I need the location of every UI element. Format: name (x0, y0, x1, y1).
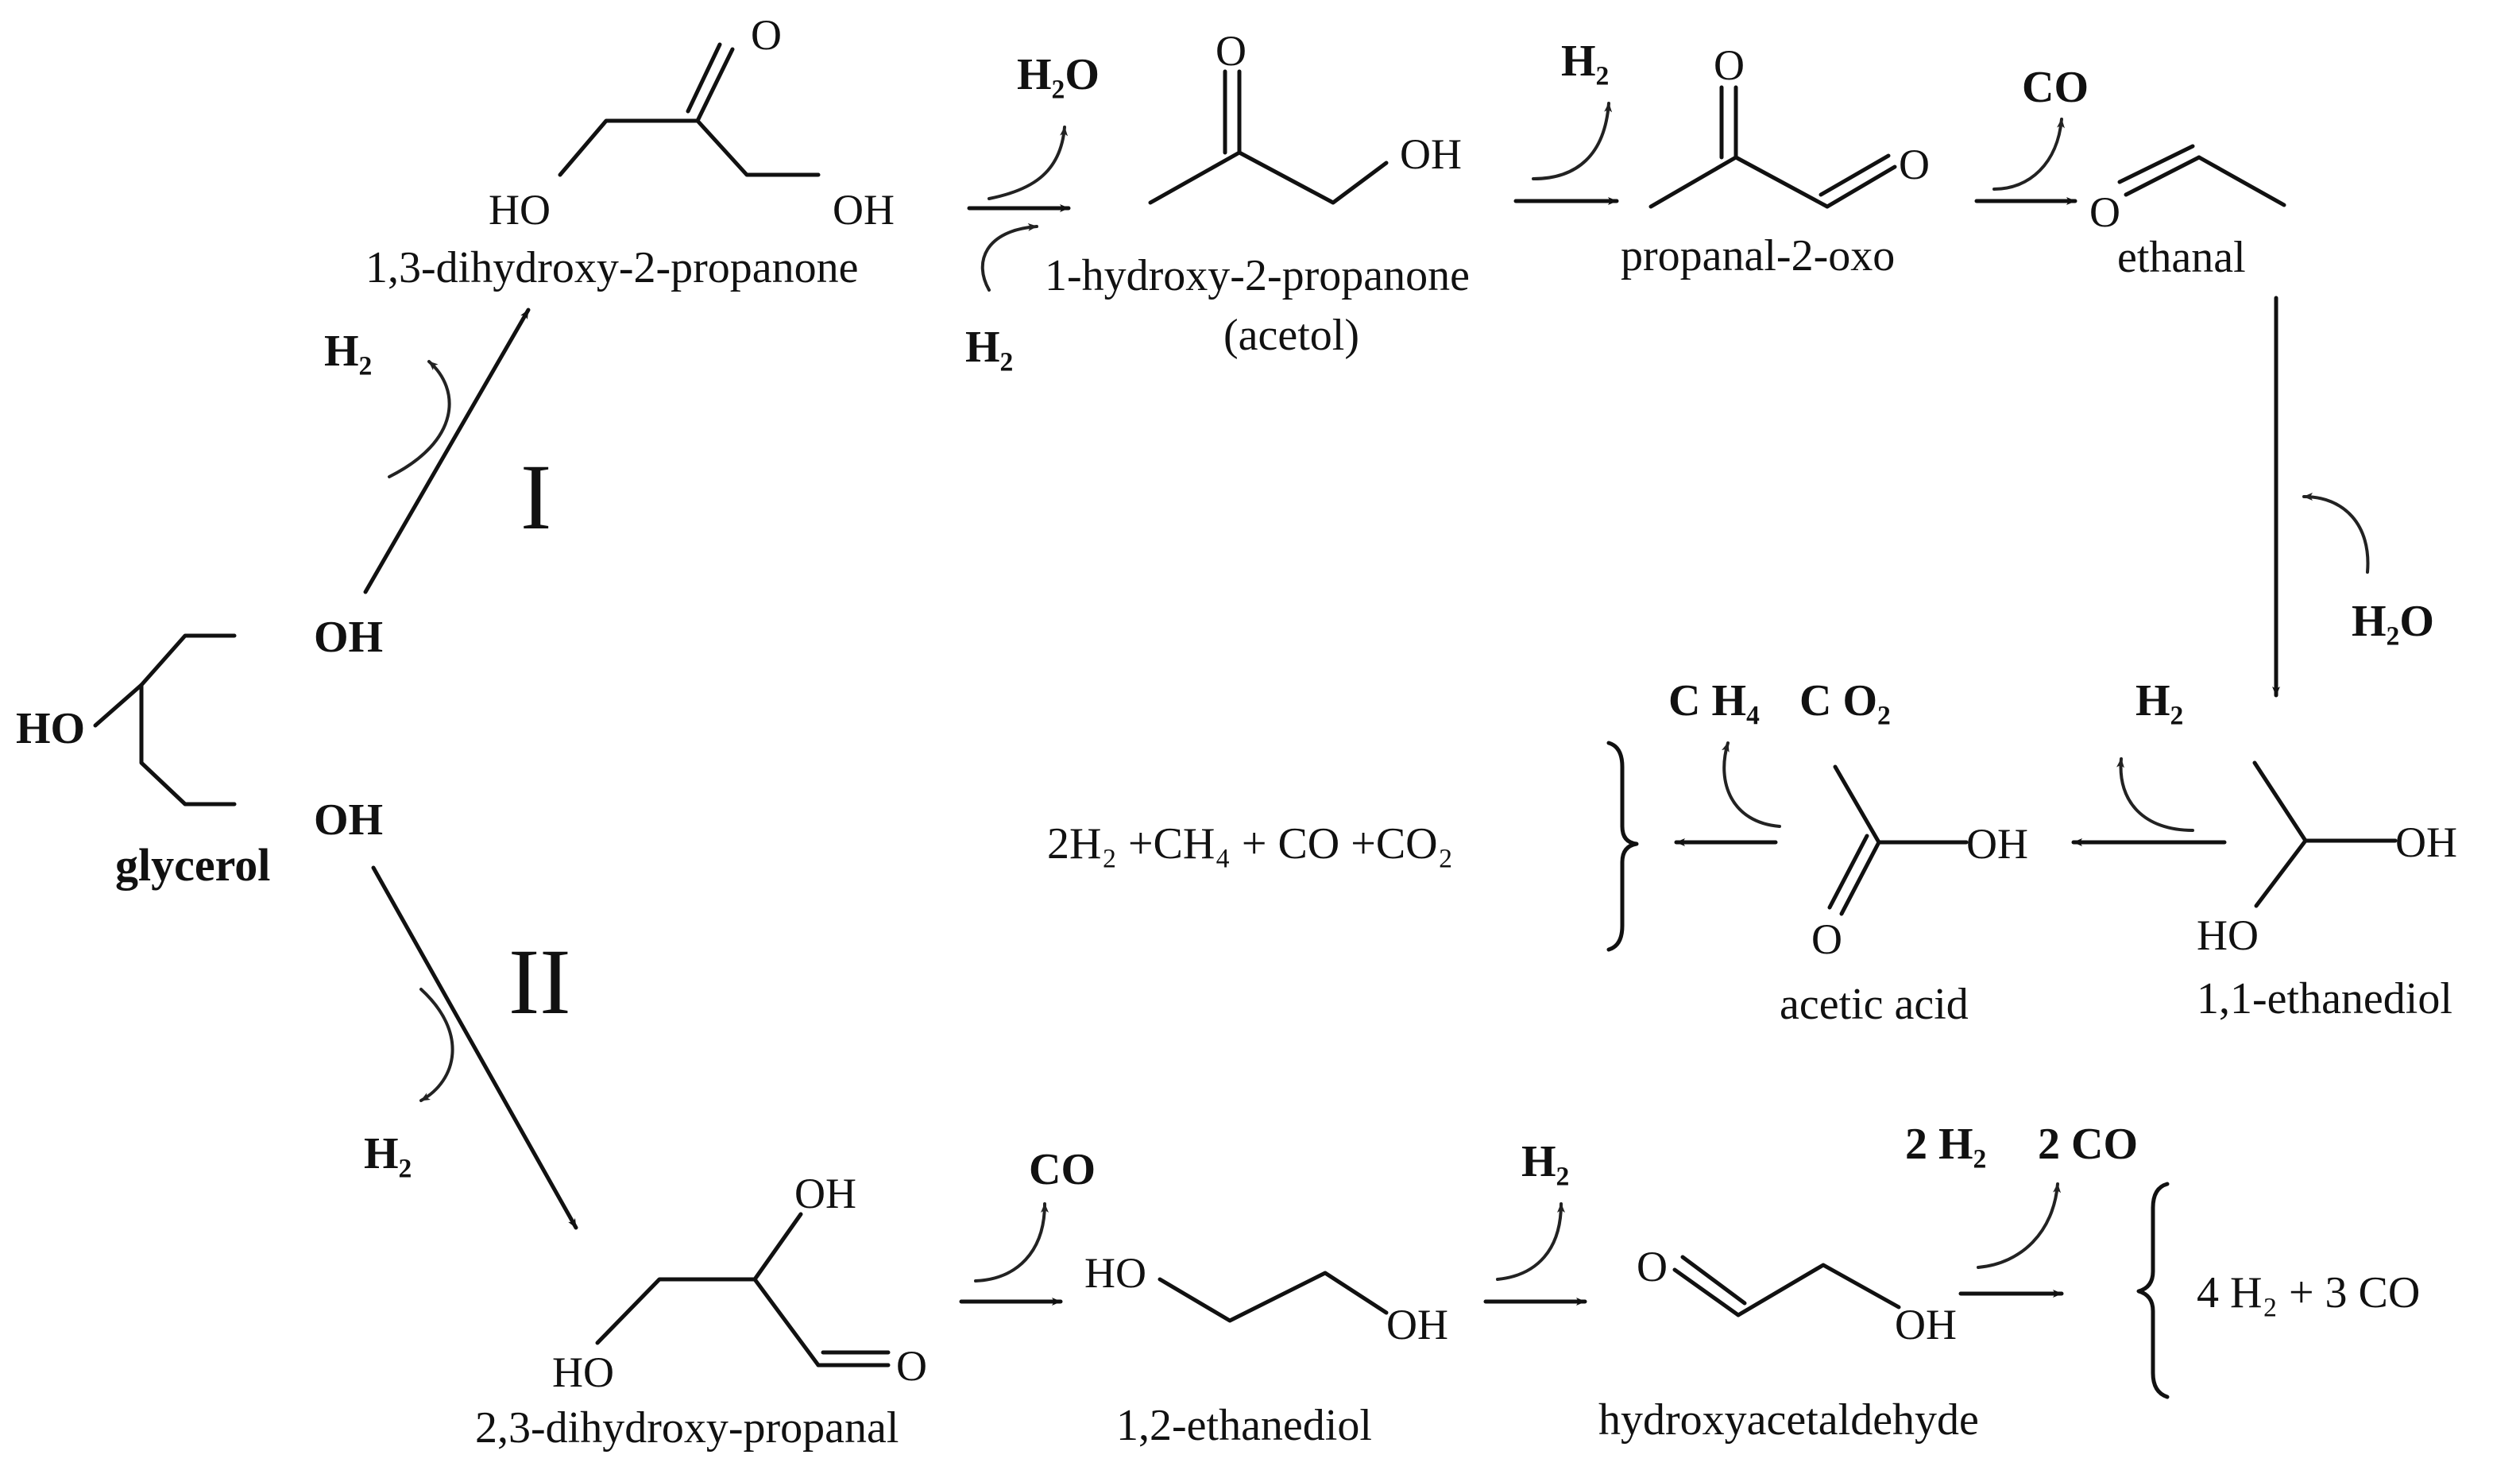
glycerol-oh-top: OH (314, 613, 383, 662)
propanal-oxo-structure: O O propanal-2-oxo (1621, 41, 1930, 280)
propanal-oxo-o-top: O (1714, 41, 1745, 89)
dihydroxypropanone-o: O (751, 11, 782, 59)
dihydroxypropanal-name: 2,3-dihydroxy-propanal (475, 1403, 899, 1453)
co-release-ethanal-curve (1992, 118, 2065, 191)
12-ethanediol-oh: OH (1386, 1301, 1448, 1348)
h2-release-glycerol-up: H₂ (324, 327, 372, 376)
h2-release-glycerol-down-curve (419, 988, 454, 1102)
acetol-o: O (1216, 27, 1246, 75)
pathway-one-label: I (520, 445, 551, 549)
h2-release-propanal-curve (1532, 102, 1613, 180)
hydroxyacetaldehyde-oh: OH (1895, 1301, 1957, 1348)
h2o-uptake-ethanediol: H₂O (2352, 597, 2434, 646)
dihydroxypropanal-ho: HO (552, 1348, 614, 1396)
acetic-acid-name: acetic acid (1780, 980, 1969, 1029)
h2-release-glycerol-up-curve (388, 360, 451, 478)
acetic-acid-o: O (1811, 915, 1842, 963)
pathway-two-arrow (371, 865, 578, 1230)
glycerol-oh-bottom: OH (314, 795, 383, 845)
ethanal-name: ethanal (2117, 233, 2246, 282)
pathway-one-arrow (363, 308, 531, 594)
12-ethanediol-name: 1,2-ethanediol (1116, 1401, 1372, 1450)
glycerol-ho-mid: HO (16, 704, 85, 753)
propanal-oxo-o-right: O (1899, 141, 1930, 188)
12-ethanediol-structure: HO OH 1,2-ethanediol (1084, 1249, 1448, 1450)
dihydroxypropanal-o: O (896, 1342, 927, 1390)
h2-uptake-acetol-curve (980, 222, 1038, 292)
h2o-release-acetol-curve (988, 126, 1069, 200)
acetic-acid-structure: OH O acetic acid (1780, 764, 2028, 1029)
ch4-release: C H₄ (1668, 676, 1760, 725)
dihydroxypropanone-name: 1,3-dihydroxy-2-propanone (365, 243, 859, 292)
dihydroxypropanal-structure: OH HO O 2,3-dihydroxy-propanal (475, 1170, 927, 1453)
h2o-release-acetol: H₂O (1017, 50, 1100, 99)
dihydroxypropanone-structure: O HO OH 1,3-dihydroxy-2-propanone (365, 11, 895, 292)
h2-release-propanal: H₂ (1561, 37, 1609, 86)
h2-uptake-acetol: H₂ (965, 323, 1013, 372)
11-ethanediol-name: 1,1-ethanediol (2197, 974, 2452, 1023)
hydroxyacetaldehyde-o: O (1637, 1243, 1668, 1290)
11-ethanediol-oh: OH (2395, 818, 2457, 866)
propanal-oxo-name: propanal-2-oxo (1621, 231, 1895, 280)
11-ethanediol-structure: OH HO 1,1-ethanediol (2197, 760, 2457, 1023)
summary-one-brace (1606, 741, 1639, 952)
summary-two-brace (2136, 1182, 2170, 1399)
acetic-acid-oh: OH (1966, 820, 2028, 868)
h2-co-release-curve (1977, 1182, 2062, 1269)
11-ethanediol-ho: HO (2197, 911, 2259, 959)
ethanal-o: O (2089, 188, 2120, 236)
ch4-co2-release-curve (1722, 741, 1781, 828)
glycerol-name: glycerol (115, 839, 270, 891)
hydroxyacetaldehyde-structure: O OH hydroxyacetaldehyde (1598, 1243, 1979, 1445)
h2-2-release: 2 H₂ (1905, 1120, 1986, 1169)
co-release-ethanediol: CO (1029, 1145, 1096, 1194)
acetol-structure: O OH 1-hydroxy-2-propanone (acetol) (1045, 27, 1470, 360)
acetol-name: 1-hydroxy-2-propanone (1045, 251, 1470, 300)
dihydroxypropanal-oh: OH (794, 1170, 856, 1217)
co-2-release: 2 CO (2038, 1120, 2138, 1169)
co-release-ethanal: CO (2022, 63, 2089, 112)
co2-release: C O₂ (1799, 676, 1891, 725)
ethanal-structure: O ethanal (2089, 144, 2286, 282)
h2-release-glycerol-down: H₂ (364, 1129, 412, 1178)
dihydroxypropanone-ho: HO (489, 186, 551, 234)
12-ethanediol-ho: HO (1084, 1249, 1146, 1297)
hydroxyacetaldehyde-name: hydroxyacetaldehyde (1598, 1395, 1979, 1445)
h2o-uptake-ethanediol-curve (2302, 493, 2370, 574)
pathway-two-label: II (508, 930, 571, 1034)
h2-release-acetic-curve (2116, 757, 2194, 832)
dihydroxypropanone-oh: OH (833, 186, 895, 234)
summary-one: 2H₂ +CH₄ + CO +CO₂ (1047, 819, 1453, 869)
h2-release-hydroxy-curve (1496, 1202, 1565, 1281)
summary-two: 4 H₂ + 3 CO (2197, 1268, 2420, 1317)
co-release-ethanediol-curve (974, 1202, 1049, 1282)
acetol-oh: OH (1400, 130, 1462, 178)
h2-release-hydroxy: H₂ (1521, 1137, 1569, 1186)
h2-release-acetic: H₂ (2135, 676, 2183, 725)
glycerol-structure: OH HO OH glycerol (16, 613, 383, 891)
acetol-alt-name: (acetol) (1223, 311, 1359, 360)
